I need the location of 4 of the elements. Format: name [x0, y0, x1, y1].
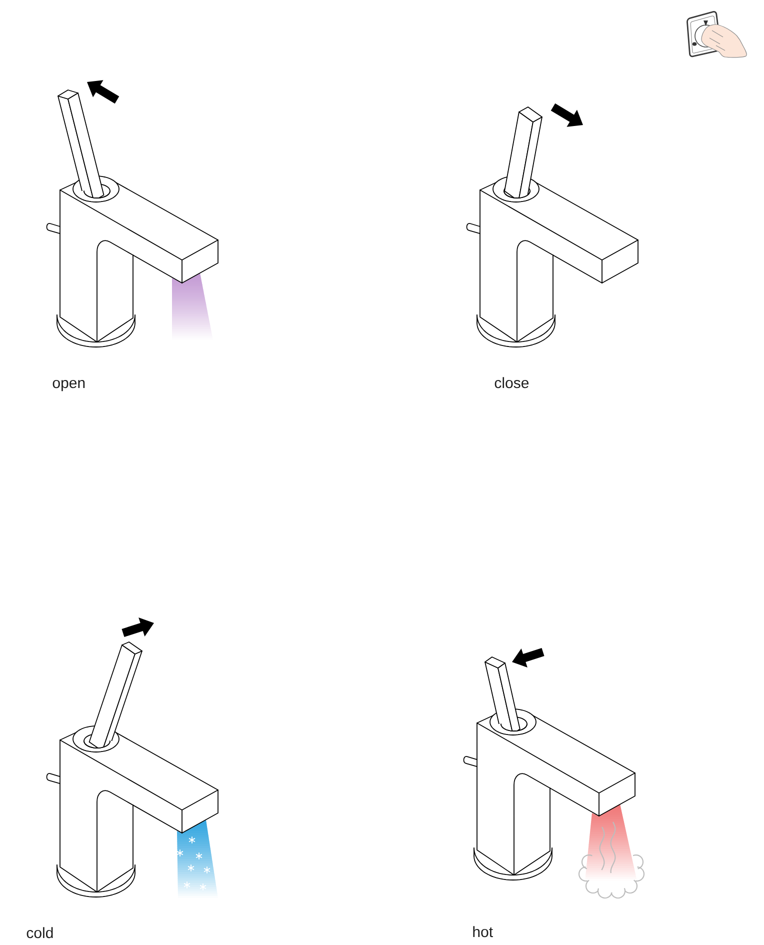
caption: close — [494, 377, 529, 388]
caption: hot — [473, 926, 493, 938]
caption: cold — [26, 927, 53, 938]
caption: open — [52, 380, 85, 392]
